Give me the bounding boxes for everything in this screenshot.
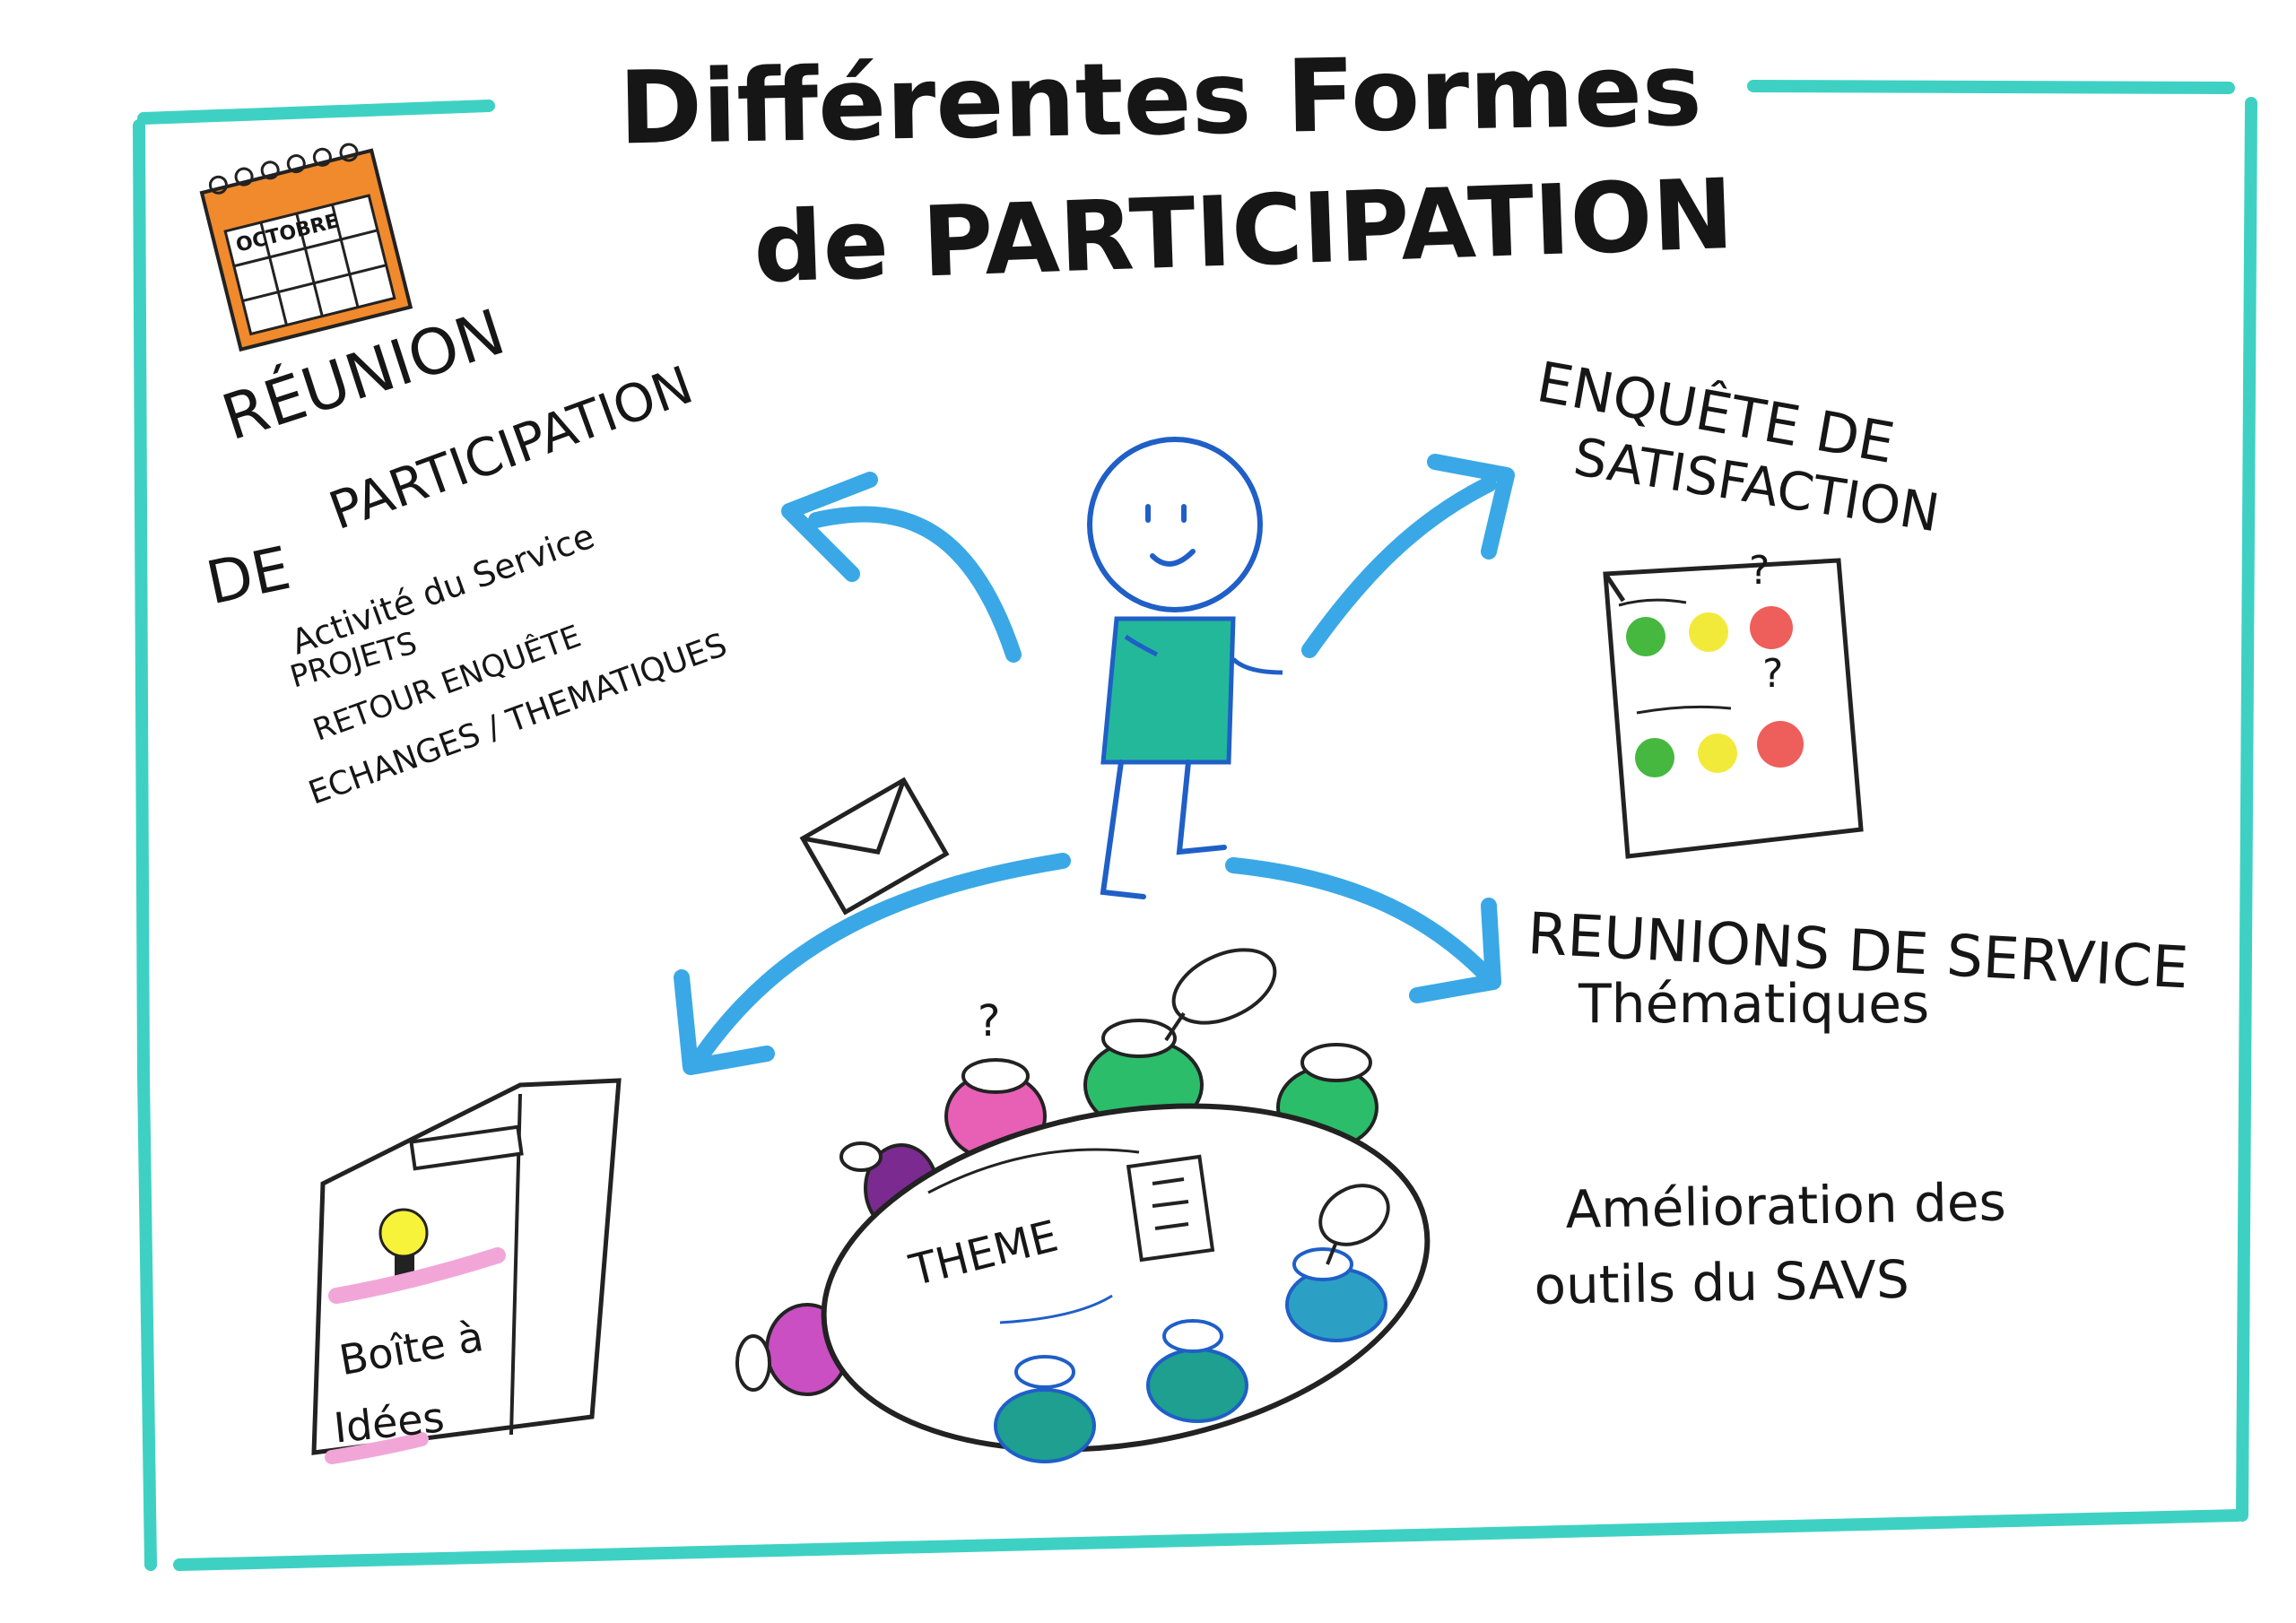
survey-question-mark: ? [1749,548,1770,594]
face-red-icon [1750,606,1793,649]
face-green-icon [1635,738,1674,777]
person-figure [1087,437,1283,899]
survey-sheet-icon [1603,558,1864,859]
table-question-mark: ? [978,996,1001,1046]
arrow-to-service [1225,857,1492,981]
amelioration-line2: outils du SAVS [1533,1248,1910,1316]
survey-question-mark: ? [1762,651,1784,697]
envelope-icon [799,777,950,916]
lightbulb-icon [378,1208,429,1277]
teal-frame [133,80,2257,1571]
face-green-icon [1626,617,1665,656]
page-title-line1: Différentes Formes [617,31,1703,168]
document-icon [1126,1154,1215,1263]
person-teal [994,1355,1096,1463]
person-blue [1285,1247,1387,1342]
speech-bubble-icon [1318,1184,1390,1265]
face-red-icon [1757,721,1804,768]
arrow-to-reunion [808,506,1022,663]
arrow-to-ideas [691,853,1071,1066]
amelioration-line1: Amélioration des [1564,1171,2007,1240]
calendar-icon [199,143,413,352]
meeting-table-illustration [735,948,1431,1463]
speech-bubble-icon [1164,948,1277,1042]
person-teal [1146,1319,1248,1423]
arrow-to-enquete [1301,476,1497,658]
face-yellow-icon [1689,612,1728,652]
arrows [674,454,1515,1075]
idea-box-line2: Idées [331,1393,447,1453]
reunions-service-line2: Thématiques [1578,973,1930,1036]
reunion-heading-line3: DE [200,533,297,619]
face-yellow-icon [1698,733,1737,773]
idea-box-icon [311,1078,622,1464]
